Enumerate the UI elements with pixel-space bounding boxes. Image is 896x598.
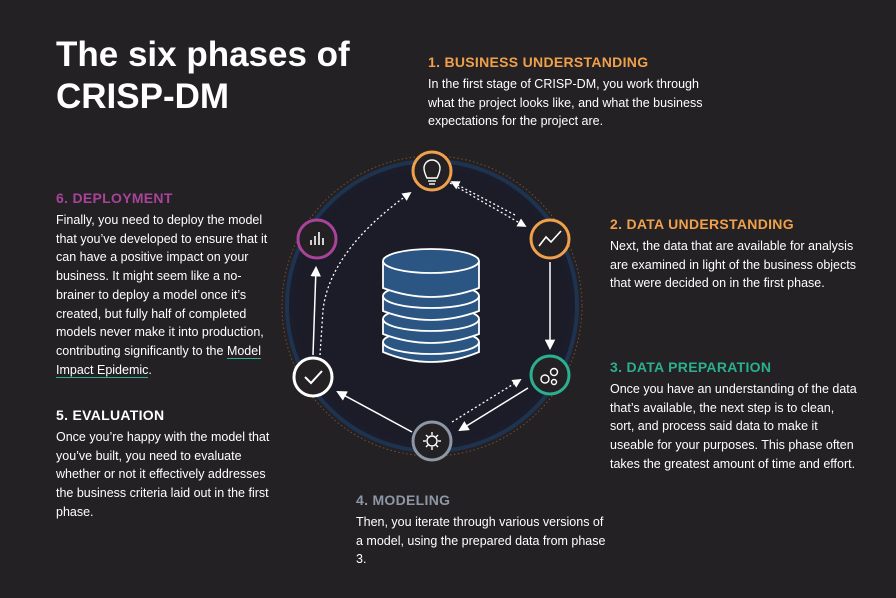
phase-heading: 5. EVALUATION [56,407,165,423]
connector-evaluation-to-business [319,191,412,356]
phase-heading: 6. DEPLOYMENT [56,190,173,206]
deployment-text: Finally, you need to deploy the model th… [56,213,268,358]
phase-data-understanding: 2. DATA UNDERSTANDING Next, the data tha… [610,215,860,293]
connector-modeling-to-evaluation [336,391,413,433]
phase-deployment: 6. DEPLOYMENT Finally, you need to deplo… [56,189,278,379]
database-icon [382,248,480,363]
phase-node-evaluation[interactable] [292,356,334,398]
lightbulb-icon [423,159,441,185]
connector-preparation-to-modeling [458,387,529,432]
phase-node-data-understanding[interactable] [529,218,571,260]
connector-evaluation-to-deployment [310,265,321,356]
deployment-text-end: . [148,362,152,377]
phase-heading: 2. DATA UNDERSTANDING [610,216,794,232]
phase-node-business-understanding[interactable] [411,150,453,192]
phase-description: Next, the data that are available for an… [610,239,856,291]
phase-heading: 3. DATA PREPARATION [610,359,772,375]
phase-description: Once you’re happy with the model that yo… [56,430,270,519]
connector-data-to-business [450,181,516,216]
phase-node-modeling[interactable] [411,420,453,462]
phase-data-preparation: 3. DATA PREPARATION Once you have an und… [610,358,858,474]
phase-description: Finally, you need to deploy the model th… [56,211,278,379]
bar-chart-icon [310,232,324,245]
page-title: The six phases of CRISP-DM [56,35,350,116]
phase-heading: 4. MODELING [356,492,451,508]
connector-business-to-data [449,182,527,227]
gears-icon [540,367,559,386]
flow-connectors [310,181,556,433]
phase-business-understanding: 1. BUSINESS UNDERSTANDING In the first s… [428,53,708,131]
phase-node-data-preparation[interactable] [529,354,571,396]
phase-evaluation: 5. EVALUATION Once you’re happy with the… [56,406,276,522]
phase-heading: 1. BUSINESS UNDERSTANDING [428,54,649,70]
phase-description: Then, you iterate through various versio… [356,515,606,567]
line-chart-icon [538,230,562,247]
phase-node-deployment[interactable] [296,218,338,260]
gear-icon [423,432,441,450]
phase-description: Once you have an understanding of the da… [610,382,857,471]
phase-modeling: 4. MODELING Then, you iterate through va… [356,491,606,569]
model-impact-epidemic-link[interactable]: Model Impact Epidemic [56,343,261,378]
phase-description: In the first stage of CRISP-DM, you work… [428,77,703,129]
dotted-orbit [281,155,583,457]
checkmark-icon [304,370,323,385]
